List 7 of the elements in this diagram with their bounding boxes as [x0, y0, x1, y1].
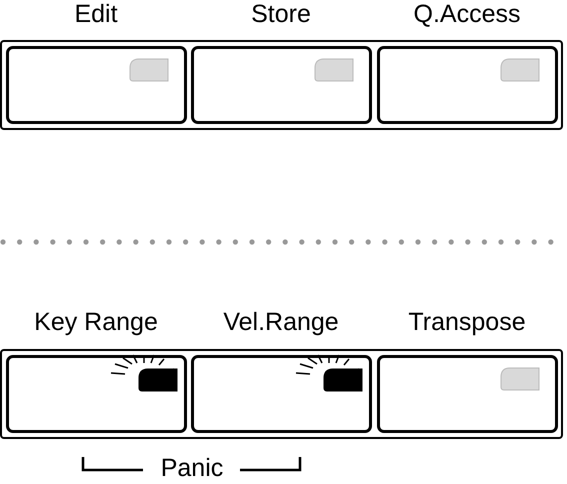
bracket-label: Panic	[160, 456, 224, 481]
button-label: Vel.Range	[223, 310, 339, 335]
button-label: Store	[251, 2, 311, 27]
button-label: Transpose	[408, 310, 526, 335]
button-label: Edit	[74, 2, 118, 27]
button-label: Q.Access	[414, 2, 520, 27]
button-label: Key Range	[34, 310, 158, 335]
